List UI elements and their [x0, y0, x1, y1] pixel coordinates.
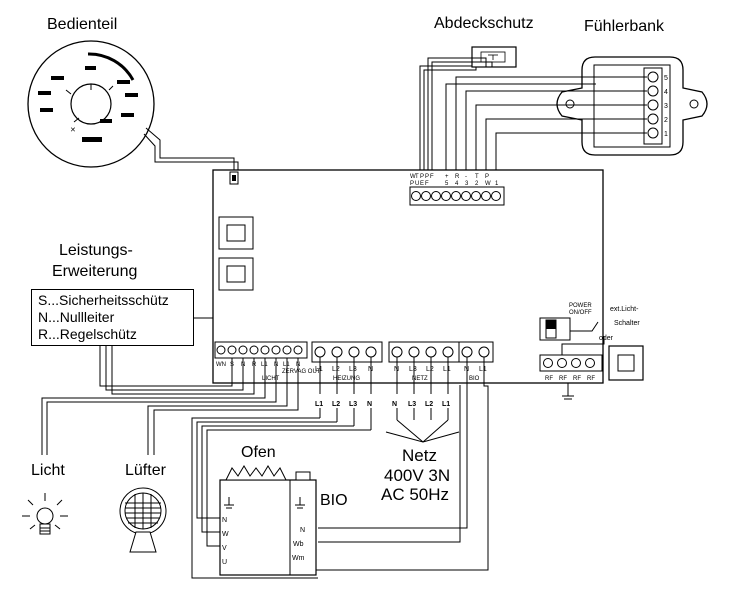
svg-text:L3: L3: [409, 366, 417, 373]
netz-label: Netz: [402, 446, 437, 465]
svg-text:V: V: [222, 545, 227, 552]
svg-text:BIO: BIO: [469, 376, 480, 382]
svg-text:Wb: Wb: [293, 541, 304, 548]
svg-text:4: 4: [664, 89, 668, 96]
svg-text:RF: RF: [587, 376, 595, 382]
svg-text:L1: L1: [315, 401, 323, 408]
svg-text:1: 1: [664, 131, 668, 138]
abdeckschutz-label: Abdeckschutz: [434, 15, 534, 32]
svg-text:N: N: [392, 401, 397, 408]
legend-item: N...Nullleiter: [38, 309, 115, 325]
svg-text:2: 2: [664, 117, 668, 124]
svg-text:N: N: [367, 401, 372, 408]
legend-item: S...Sicherheitsschütz: [38, 292, 169, 308]
luefter-label: Lüfter: [125, 462, 167, 479]
svg-text:N: N: [300, 527, 305, 534]
svg-text:oder: oder: [599, 335, 614, 342]
netz-spec-1: 400V 3N: [384, 466, 450, 485]
svg-text:R: R: [455, 174, 460, 180]
bedienteil-label: Bedienteil: [47, 16, 117, 33]
svg-text:P: P: [420, 174, 424, 180]
svg-text:L3: L3: [408, 401, 416, 408]
svg-text:+: +: [445, 174, 449, 180]
svg-text:POWER: POWER: [569, 303, 592, 309]
svg-text:L2: L2: [426, 366, 434, 373]
svg-text:L1: L1: [315, 366, 323, 373]
ofen-label: Ofen: [241, 444, 276, 461]
bio-label: BIO: [320, 492, 348, 509]
svg-text:RF: RF: [573, 376, 581, 382]
svg-text:P: P: [485, 174, 489, 180]
svg-text:W: W: [485, 181, 491, 187]
svg-text:2: 2: [475, 181, 479, 187]
leistungs-label-2: Erweiterung: [52, 263, 137, 280]
svg-text:ON/OFF: ON/OFF: [569, 310, 592, 316]
svg-text:P: P: [425, 174, 429, 180]
svg-text:T: T: [475, 174, 479, 180]
svg-text:RF: RF: [545, 376, 553, 382]
main-board: W T P P F P U E F + 5 R 4 - 3 T 2 P W 1 …: [212, 169, 604, 384]
svg-text:L1: L1: [443, 366, 451, 373]
svg-text:T: T: [415, 174, 419, 180]
svg-text:-: -: [465, 174, 467, 180]
svg-text:Schalter: Schalter: [614, 320, 640, 327]
svg-text:1: 1: [495, 181, 499, 187]
svg-text:NETZ: NETZ: [412, 376, 428, 382]
svg-text:ZERVAG OUT: ZERVAG OUT: [282, 369, 321, 375]
legend-item: R...Regelschütz: [38, 326, 137, 342]
svg-text:L2: L2: [332, 401, 340, 408]
svg-text:4: 4: [455, 181, 459, 187]
svg-text:N: N: [222, 517, 227, 524]
svg-text:L2: L2: [332, 366, 340, 373]
lamp-icon: [22, 493, 68, 535]
leistungs-label-1: Leistungs-: [59, 242, 133, 259]
svg-text:L1: L1: [442, 401, 450, 408]
svg-text:ext.Licht-: ext.Licht-: [610, 306, 639, 313]
ofen: N W V U N Wb Wm: [219, 465, 317, 576]
legend-box: S...Sicherheitsschütz N...Nullleiter R..…: [31, 289, 194, 346]
svg-text:U: U: [222, 559, 227, 566]
control-panel: ✕: [27, 40, 155, 168]
svg-text:RF: RF: [559, 376, 567, 382]
abdeckschutz: [471, 46, 517, 68]
svg-text:3: 3: [465, 181, 469, 187]
svg-text:L1: L1: [479, 366, 487, 373]
svg-text:3: 3: [664, 103, 668, 110]
svg-text:U: U: [415, 181, 419, 187]
ext-light-switch: [608, 345, 644, 381]
netz-spec-2: AC 50Hz: [381, 485, 449, 504]
svg-text:P: P: [410, 181, 414, 187]
svg-text:5: 5: [445, 181, 449, 187]
svg-text:5: 5: [664, 75, 668, 82]
svg-text:E: E: [420, 181, 424, 187]
svg-text:W: W: [410, 174, 416, 180]
svg-text:F: F: [430, 174, 434, 180]
svg-text:LICHT: LICHT: [262, 376, 280, 382]
fuehlerbank-label: Fühlerbank: [584, 18, 665, 35]
fan-icon: [119, 487, 167, 553]
svg-text:L3: L3: [349, 401, 357, 408]
svg-text:HEIZUNG: HEIZUNG: [333, 376, 360, 382]
svg-text:✕: ✕: [70, 127, 76, 134]
svg-text:WN: WN: [216, 362, 226, 368]
svg-text:F: F: [425, 181, 429, 187]
fuehlerbank: 5 4 3 2 1: [556, 56, 708, 156]
svg-text:W: W: [222, 531, 229, 538]
svg-text:Wm: Wm: [292, 555, 305, 562]
svg-text:L2: L2: [425, 401, 433, 408]
svg-text:L3: L3: [349, 366, 357, 373]
licht-label: Licht: [31, 462, 65, 479]
